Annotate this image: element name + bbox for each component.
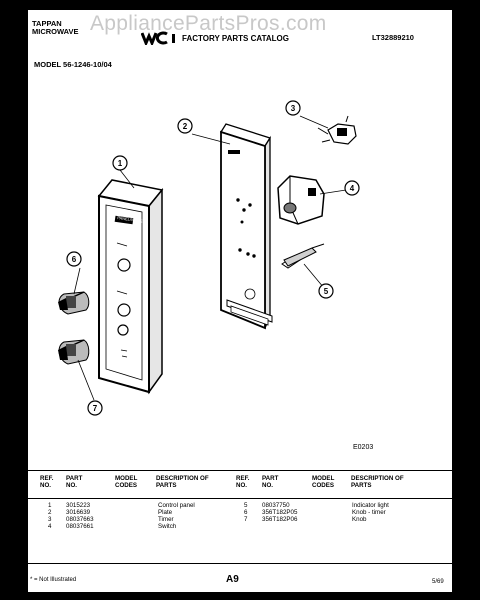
row-description: Timer <box>158 516 174 523</box>
watermark: AppliancePartsPros.com <box>90 12 327 35</box>
brand-line-2: MICROWAVE <box>32 27 79 36</box>
row-description: Control panel <box>158 502 195 509</box>
callout-7: 7 <box>93 404 98 413</box>
row-part-no: 08037663 <box>66 516 94 523</box>
panel-label: PANEL/NAME <box>117 215 143 224</box>
row-ref: 6 <box>244 509 248 516</box>
parts-catalog-page: TAPPAN MICROWAVE AppliancePartsPros.com … <box>28 10 452 592</box>
row-ref: 3 <box>48 516 52 523</box>
knob <box>58 339 90 365</box>
header-ref-no: REF. NO. <box>40 475 54 489</box>
callout-3: 3 <box>291 104 296 113</box>
control-panel <box>97 179 164 395</box>
catalog-number: LT32889210 <box>372 33 414 42</box>
brand-name: TAPPAN MICROWAVE <box>32 20 79 36</box>
callout-6: 6 <box>72 255 77 264</box>
callout-badges <box>66 100 360 416</box>
header-description-right: DESCRIPTION OF PARTS <box>351 475 404 489</box>
catalog-title: FACTORY PARTS CATALOG <box>182 34 289 43</box>
row-part-no: 08037661 <box>66 523 94 530</box>
figure-code: E0203 <box>353 444 374 451</box>
header-part-no-right: PART NO. <box>262 475 279 489</box>
exploded-view-diagram: PANEL/NAME <box>58 100 360 416</box>
switch-assembly <box>277 175 325 225</box>
wci-logo <box>141 31 175 45</box>
row-description: Switch <box>158 523 177 530</box>
mounting-plate <box>220 123 273 330</box>
row-description: Knob - timer <box>352 509 386 516</box>
timer-knob <box>58 291 90 315</box>
timer-assembly <box>317 115 357 145</box>
header-ref-no-right: REF. NO. <box>236 475 250 489</box>
row-description: Plate <box>158 509 173 516</box>
callout-4: 4 <box>350 184 355 193</box>
indicator-light <box>281 243 325 269</box>
row-ref: 5 <box>244 502 248 509</box>
callout-1: 1 <box>118 159 123 168</box>
callout-5: 5 <box>324 287 329 296</box>
model-number: MODEL 56-1246-10/04 <box>34 60 112 69</box>
callout-2: 2 <box>183 122 188 131</box>
row-part-no: 356T182P05 <box>262 509 298 516</box>
parts-table: REF. NO. PART NO. MODEL CODES DESCRIPTIO… <box>28 470 452 564</box>
leader-lines <box>73 115 347 401</box>
row-description: Knob <box>352 516 367 523</box>
header-model-codes-right: MODEL CODES <box>312 475 335 489</box>
header-model-codes: MODEL CODES <box>115 475 138 489</box>
row-part-no: 08037750 <box>262 502 290 509</box>
header-part-no: PART NO. <box>66 475 83 489</box>
table-bottom-rule <box>28 563 452 564</box>
row-part-no: 356T182P06 <box>262 516 298 523</box>
row-ref: 4 <box>48 523 52 530</box>
date-code: 5/69 <box>432 579 444 585</box>
row-ref: 7 <box>244 516 248 523</box>
row-ref: 2 <box>48 509 52 516</box>
brand-line-1: TAPPAN <box>32 19 62 28</box>
header-description: DESCRIPTION OF PARTS <box>156 475 209 489</box>
page-id: A9 <box>226 574 239 585</box>
table-top-rule <box>28 470 452 471</box>
row-part-no: 3016639 <box>66 509 91 516</box>
row-ref: 1 <box>48 502 52 509</box>
row-part-no: 3015223 <box>66 502 91 509</box>
row-description: Indicator light <box>352 502 389 509</box>
table-header-rule <box>28 498 452 499</box>
footer-note: * = Not Illustrated <box>30 577 77 583</box>
